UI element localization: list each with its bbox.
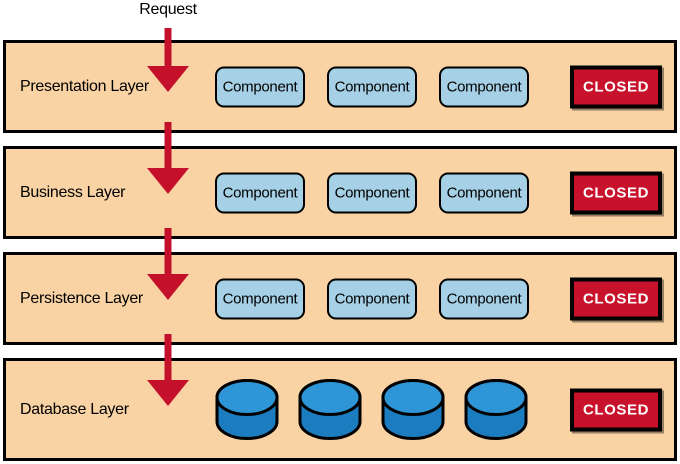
layer-label: Business Layer bbox=[20, 183, 126, 201]
component-box: Component bbox=[327, 66, 417, 107]
database-icon bbox=[464, 378, 528, 440]
database-icon bbox=[215, 378, 279, 440]
database-group bbox=[214, 378, 529, 441]
component-box: Component bbox=[215, 66, 305, 107]
database-icon bbox=[298, 378, 362, 440]
component-box: Component bbox=[327, 172, 417, 213]
component-box: Component bbox=[439, 66, 529, 107]
layer-band-business: Business Layer Component Component Compo… bbox=[3, 146, 677, 239]
closed-indicator: CLOSED bbox=[570, 388, 662, 431]
request-label: Request bbox=[139, 1, 197, 18]
layer-label: Persistence Layer bbox=[20, 289, 143, 307]
layer-label: Presentation Layer bbox=[20, 77, 149, 95]
component-box: Component bbox=[439, 172, 529, 213]
component-box: Component bbox=[215, 278, 305, 319]
closed-indicator: CLOSED bbox=[570, 171, 662, 214]
layer-band-presentation: Presentation Layer Component Component C… bbox=[3, 40, 677, 133]
database-icon bbox=[381, 378, 445, 440]
closed-indicator: CLOSED bbox=[570, 65, 662, 108]
component-group: Component Component Component bbox=[215, 66, 529, 107]
layer-label: Database Layer bbox=[20, 400, 129, 418]
layer-band-persistence: Persistence Layer Component Component Co… bbox=[3, 252, 677, 345]
layer-band-database: Database Layer CLOSED bbox=[3, 358, 677, 461]
component-box: Component bbox=[327, 278, 417, 319]
component-box: Component bbox=[215, 172, 305, 213]
closed-indicator: CLOSED bbox=[570, 277, 662, 320]
component-group: Component Component Component bbox=[215, 278, 529, 319]
component-group: Component Component Component bbox=[215, 172, 529, 213]
component-box: Component bbox=[439, 278, 529, 319]
